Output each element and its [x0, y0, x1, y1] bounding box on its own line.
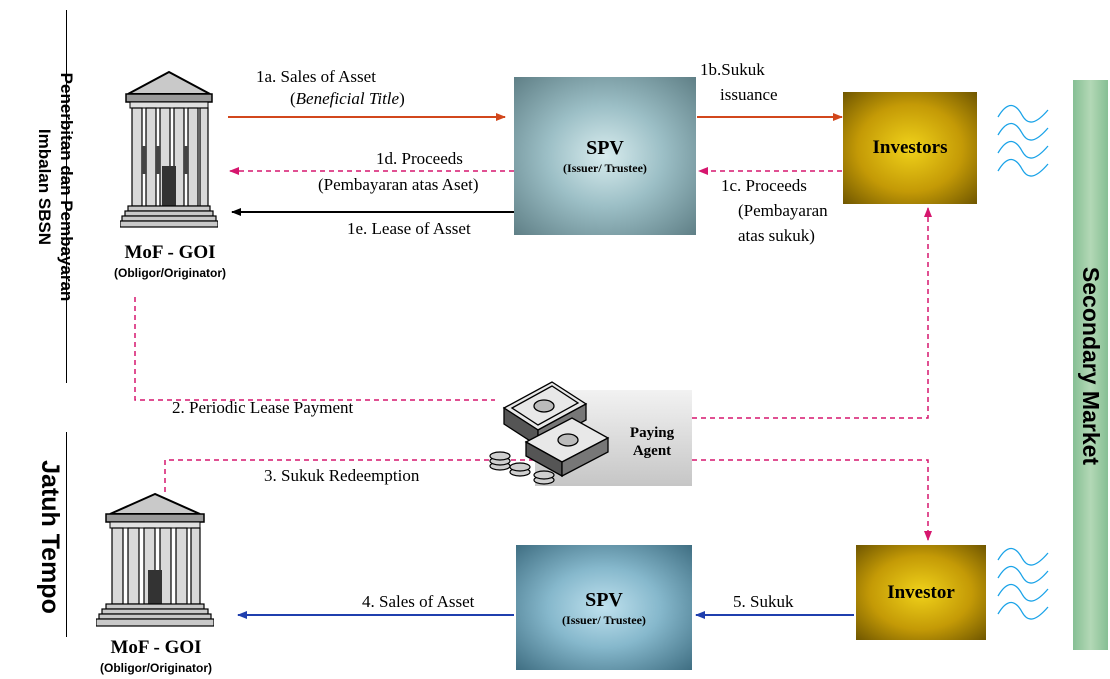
paying-agent-line1: Paying	[629, 425, 675, 441]
path-2-to-investors	[692, 207, 932, 419]
spv-top-box: SPV (Issuer/ Trustee)	[514, 77, 696, 235]
flow-1a-sublabel: (Beneficial Title)	[290, 88, 405, 109]
path-3-to-investor	[692, 459, 932, 541]
paying-agent-label: Paying Agent	[612, 424, 692, 460]
spv-top-title: SPV	[586, 137, 624, 159]
path-3-redemption	[164, 459, 535, 492]
bank-building-icon	[120, 70, 218, 228]
flow-1a-label: 1a. Sales of Asset	[256, 67, 376, 86]
spv-top-subtitle: (Issuer/ Trustee)	[563, 161, 647, 175]
flow-1d-label: 1d. Proceeds	[376, 149, 463, 168]
bank-building-icon	[96, 492, 214, 627]
flow-1d-sublabel: (Pembayaran atas Aset)	[318, 175, 479, 194]
flow-1b-label: 1b.Sukuk	[700, 60, 765, 79]
flow-1a-paren-close: )	[399, 89, 405, 108]
originator-top-subtitle: (Obligor/Originator)	[114, 266, 226, 280]
wave-icon	[997, 104, 1049, 177]
flow-4-label: 4. Sales of Asset	[362, 592, 475, 611]
left-divider-bottom	[66, 432, 67, 637]
flow-2-label: 2. Periodic Lease Payment	[172, 398, 354, 417]
investor-bottom-label: Investor	[887, 581, 955, 603]
path-2-lease-payment	[134, 297, 495, 401]
money-stack-icon	[489, 381, 610, 485]
originator-bottom-subtitle: (Obligor/Originator)	[100, 661, 212, 675]
investors-top-box: Investors	[843, 92, 977, 204]
flow-1c-sublabel2: atas sukuk)	[738, 226, 815, 245]
flow-1e-label: 1e. Lease of Asset	[347, 219, 471, 238]
flow-3-label: 3. Sukuk Redeemption	[264, 466, 420, 485]
spv-bottom-subtitle: (Issuer/ Trustee)	[562, 612, 646, 627]
secondary-market-bar	[1073, 80, 1108, 650]
originator-top-title: MoF - GOI	[124, 242, 216, 263]
flow-1c-sublabel: (Pembayaran	[738, 201, 828, 220]
flow-5-label: 5. Sukuk	[733, 592, 794, 611]
flow-1a-paren-open: (	[290, 89, 296, 108]
spv-bottom-box: SPV (Issuer/ Trustee)	[516, 545, 692, 670]
spv-bottom-title: SPV	[585, 588, 623, 611]
wave-icon	[997, 547, 1049, 620]
paying-agent-line2: Agent	[632, 443, 672, 459]
flow-1a-italic: Beneficial Title	[295, 89, 400, 108]
originator-bottom-title: MoF - GOI	[110, 637, 202, 658]
flow-1b-sublabel: issuance	[720, 85, 778, 104]
investors-top-label: Investors	[872, 137, 948, 158]
flow-1c-label: 1c. Proceeds	[721, 176, 807, 195]
left-divider-top	[66, 10, 67, 383]
investor-bottom-box: Investor	[856, 545, 986, 640]
